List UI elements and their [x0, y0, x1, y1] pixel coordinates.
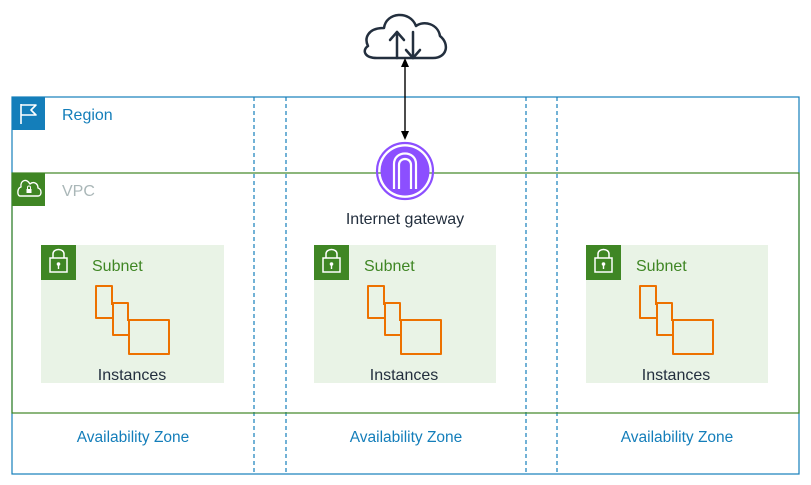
- cloud-gateway-connector: [401, 58, 409, 140]
- subnet-label: Subnet: [364, 258, 415, 275]
- gateway-label: Internet gateway: [346, 211, 464, 228]
- vpc-cloud-lock-icon: [12, 173, 45, 206]
- instances-icon: [95, 285, 170, 355]
- subnet-label: Subnet: [636, 258, 687, 275]
- region-flag-icon: [12, 97, 45, 130]
- region-label: Region: [62, 107, 113, 124]
- instances-label: Instances: [370, 367, 438, 384]
- subnet-label: Subnet: [92, 258, 143, 275]
- availability-zone-label: Availability Zone: [621, 429, 734, 446]
- vpc-label: VPC: [62, 183, 95, 200]
- instances-icon: [639, 285, 714, 355]
- subnet-1: Subnet Instances: [41, 245, 224, 384]
- subnet-lock-icon: [586, 245, 621, 280]
- instances-label: Instances: [642, 367, 710, 384]
- instances-label: Instances: [98, 367, 166, 384]
- instances-icon: [367, 285, 442, 355]
- availability-zone-label: Availability Zone: [77, 429, 190, 446]
- subnet-lock-icon: [41, 245, 76, 280]
- subnet-3: Subnet Instances: [586, 245, 768, 384]
- subnet-2: Subnet Instances: [314, 245, 496, 384]
- subnet-lock-icon: [314, 245, 349, 280]
- availability-zone-label: Availability Zone: [350, 429, 463, 446]
- internet-cloud-icon: [363, 13, 448, 60]
- internet-gateway-icon: [375, 141, 435, 201]
